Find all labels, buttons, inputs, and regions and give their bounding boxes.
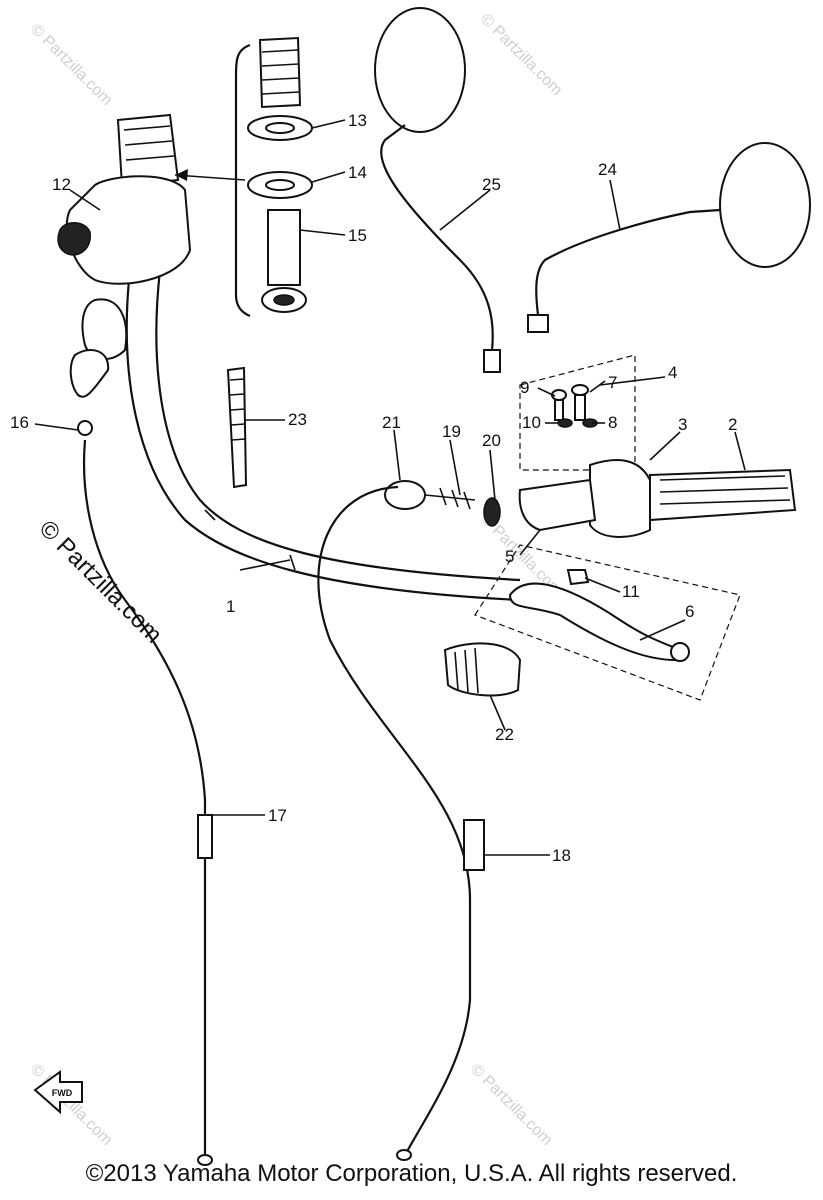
grip-arrow [174,43,251,318]
callout-23: 23 [288,410,307,429]
callout-24: 24 [598,160,617,179]
watermark-5: © Partzilla.com [467,1061,555,1149]
fwd-arrow: FWD [33,1070,83,1115]
watermark-1: © Partzilla.com [27,21,115,109]
copyright-notice: ©2013 Yamaha Motor Corporation, U.S.A. A… [85,1160,738,1187]
callout-4: 4 [668,363,677,382]
callout-5: 5 [505,547,514,566]
callout-21: 21 [382,413,401,432]
callout-16: 16 [10,413,29,432]
callout-17: 17 [268,806,287,825]
handlebar [125,269,521,602]
callout-14: 14 [348,163,367,182]
callout-12: 12 [52,175,71,194]
callout-1: 1 [226,597,235,616]
callout-8: 8 [608,413,617,432]
leader-lines [34,119,746,856]
callout-20: 20 [482,431,501,450]
callout-3: 3 [678,415,687,434]
callout-22: 22 [495,725,514,744]
callout-13: 13 [348,111,367,130]
exploded-grip-parts [247,36,313,313]
watermark-2: © Partzilla.com [477,11,565,99]
cable-tie [226,366,248,489]
left-grip-assembly [57,113,192,398]
callout-6: 6 [685,602,694,621]
mirrors [374,7,811,373]
fwd-label: FWD [52,1088,73,1098]
right-lever-assembly [384,354,797,701]
cables [77,420,485,1166]
callout-7: 7 [608,373,617,392]
watermark-4: © Partzilla.com [27,1061,115,1149]
callout-18: 18 [552,846,571,865]
callout-11: 11 [622,582,640,601]
callout-25: 25 [482,175,501,194]
callout-15: 15 [348,226,367,245]
watermark-side: © Partzilla.com [34,515,167,648]
callout-19: 19 [442,422,461,441]
callout-labels: 1 2 3 4 5 6 7 8 9 10 11 12 13 14 15 16 1… [10,111,737,865]
switch-22 [443,642,522,697]
callout-2: 2 [728,415,737,434]
callout-10: 10 [522,413,541,432]
callout-9: 9 [520,378,529,397]
